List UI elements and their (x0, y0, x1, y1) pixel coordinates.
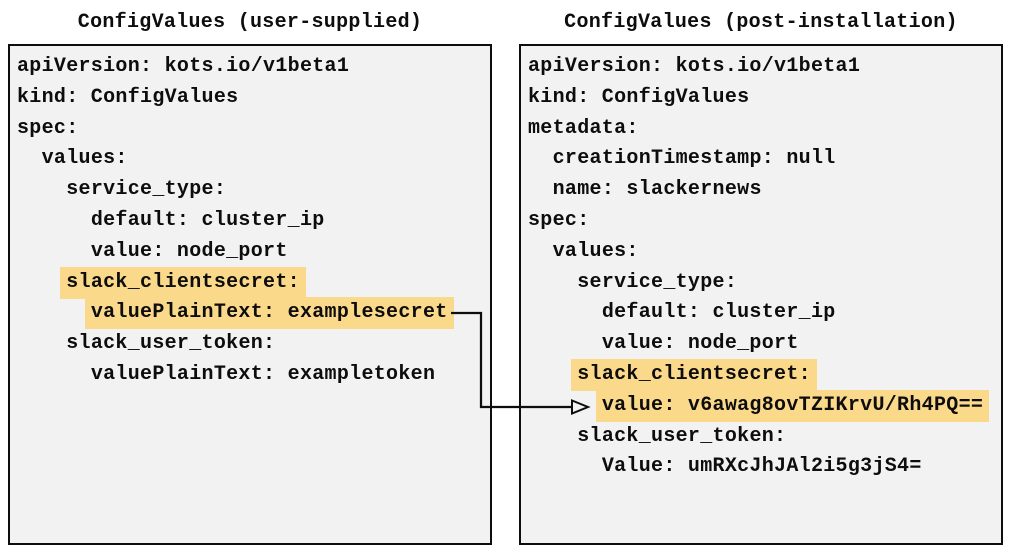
code-line: spec: (528, 208, 590, 232)
code-line: slack_clientsecret: (17, 266, 490, 299)
code-line: kind: ConfigValues (528, 85, 750, 109)
post-installation-yaml: apiVersion: kots.io/v1beta1 kind: Config… (528, 52, 1001, 483)
code-line: service_type: (577, 270, 738, 294)
code-line: spec: (17, 116, 79, 140)
user-supplied-yaml: apiVersion: kots.io/v1beta1 kind: Config… (17, 52, 490, 391)
code-line: value: node_port (601, 332, 799, 356)
code-line: kind: ConfigValues (17, 85, 239, 109)
code-line: value: node_port (90, 239, 288, 263)
code-line: creationTimestamp: null (552, 147, 836, 171)
code-line: service_type: (66, 178, 227, 202)
right-panel-title: ConfigValues (post-installation) (564, 11, 958, 34)
code-line: value: v6awag8ovTZIKrvU/Rh4PQ== (528, 389, 1001, 422)
code-line: name: slackernews (552, 178, 762, 202)
code-line: valuePlainText: exampletoken (90, 362, 436, 386)
code-line: apiVersion: kots.io/v1beta1 (528, 55, 861, 78)
code-line: slack_user_token: (66, 332, 276, 356)
code-line: apiVersion: kots.io/v1beta1 (17, 55, 350, 78)
code-line: values: (552, 239, 639, 263)
left-panel-title: ConfigValues (user-supplied) (77, 11, 423, 34)
code-line: default: cluster_ip (90, 208, 325, 232)
user-supplied-config-box: apiVersion: kots.io/v1beta1 kind: Config… (8, 44, 492, 545)
code-line: slack_clientsecret: (528, 358, 1001, 391)
post-installation-config-box: apiVersion: kots.io/v1beta1 kind: Config… (519, 44, 1003, 545)
code-line: Value: umRXcJhJAl2i5g3jS4= (601, 455, 922, 479)
code-line: metadata: (528, 116, 639, 140)
code-line: valuePlainText: examplesecret (17, 297, 490, 330)
code-line: default: cluster_ip (601, 301, 836, 325)
code-line: slack_user_token: (577, 424, 787, 448)
code-line: values: (41, 147, 128, 171)
